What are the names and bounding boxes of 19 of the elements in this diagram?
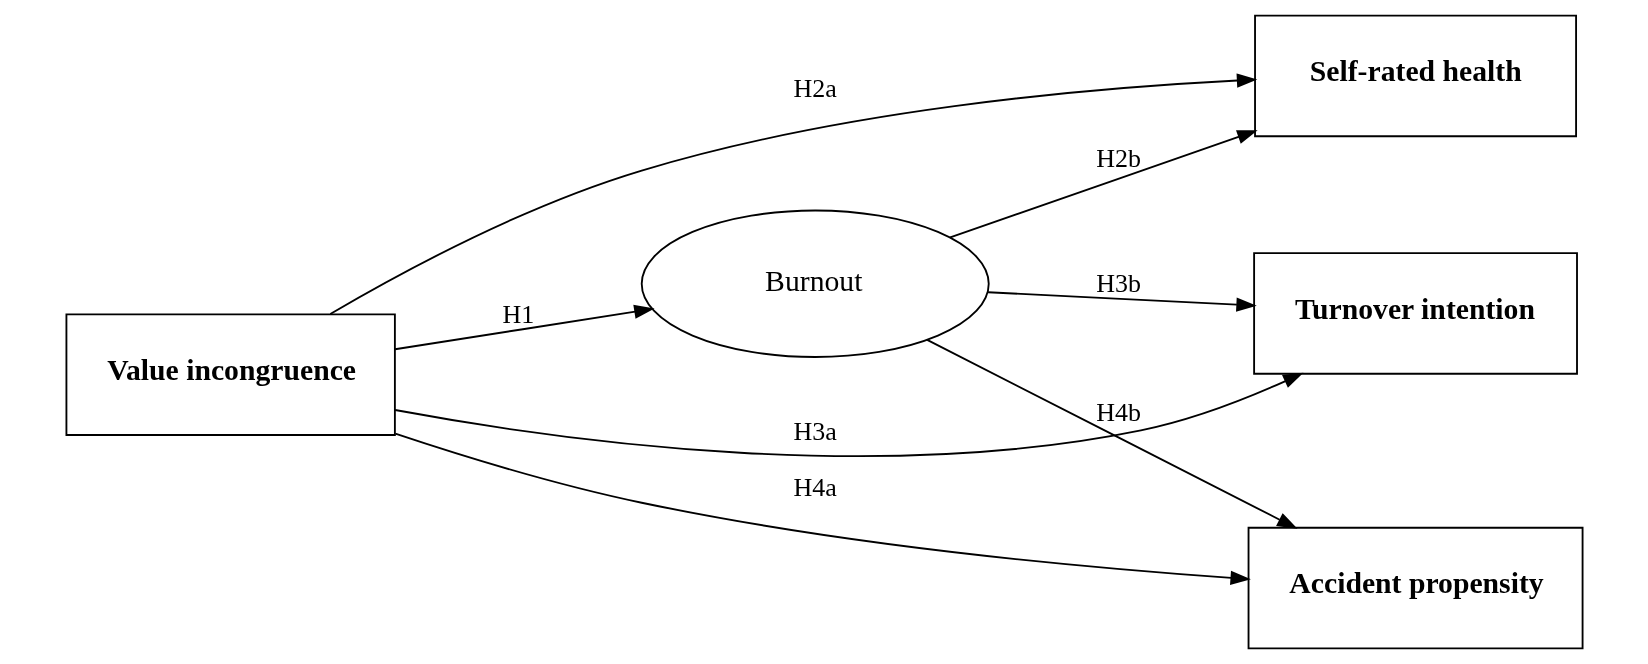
edge-label: H3a <box>793 417 837 447</box>
node-box: Turnover intention <box>1252 252 1578 375</box>
node-box: Self-rated health <box>1253 14 1577 138</box>
node-box: Value incongruence <box>65 313 396 436</box>
edge-label: H3b <box>1095 268 1141 298</box>
edge-label: H2a <box>793 73 837 103</box>
arrow <box>948 130 1258 239</box>
node-box: Accident propensity <box>1247 526 1583 650</box>
node-ellipse: Burnout <box>640 209 990 358</box>
arrow <box>393 372 1303 457</box>
edge-label: H2b <box>1095 144 1141 174</box>
arrow <box>328 73 1257 315</box>
arrow <box>393 432 1251 585</box>
arrow <box>393 304 655 351</box>
edge-label: H1 <box>501 300 534 330</box>
arrow <box>925 339 1297 529</box>
edge-label: H4b <box>1095 398 1141 428</box>
edge-label: H4a <box>793 472 837 502</box>
arrow <box>986 291 1257 312</box>
